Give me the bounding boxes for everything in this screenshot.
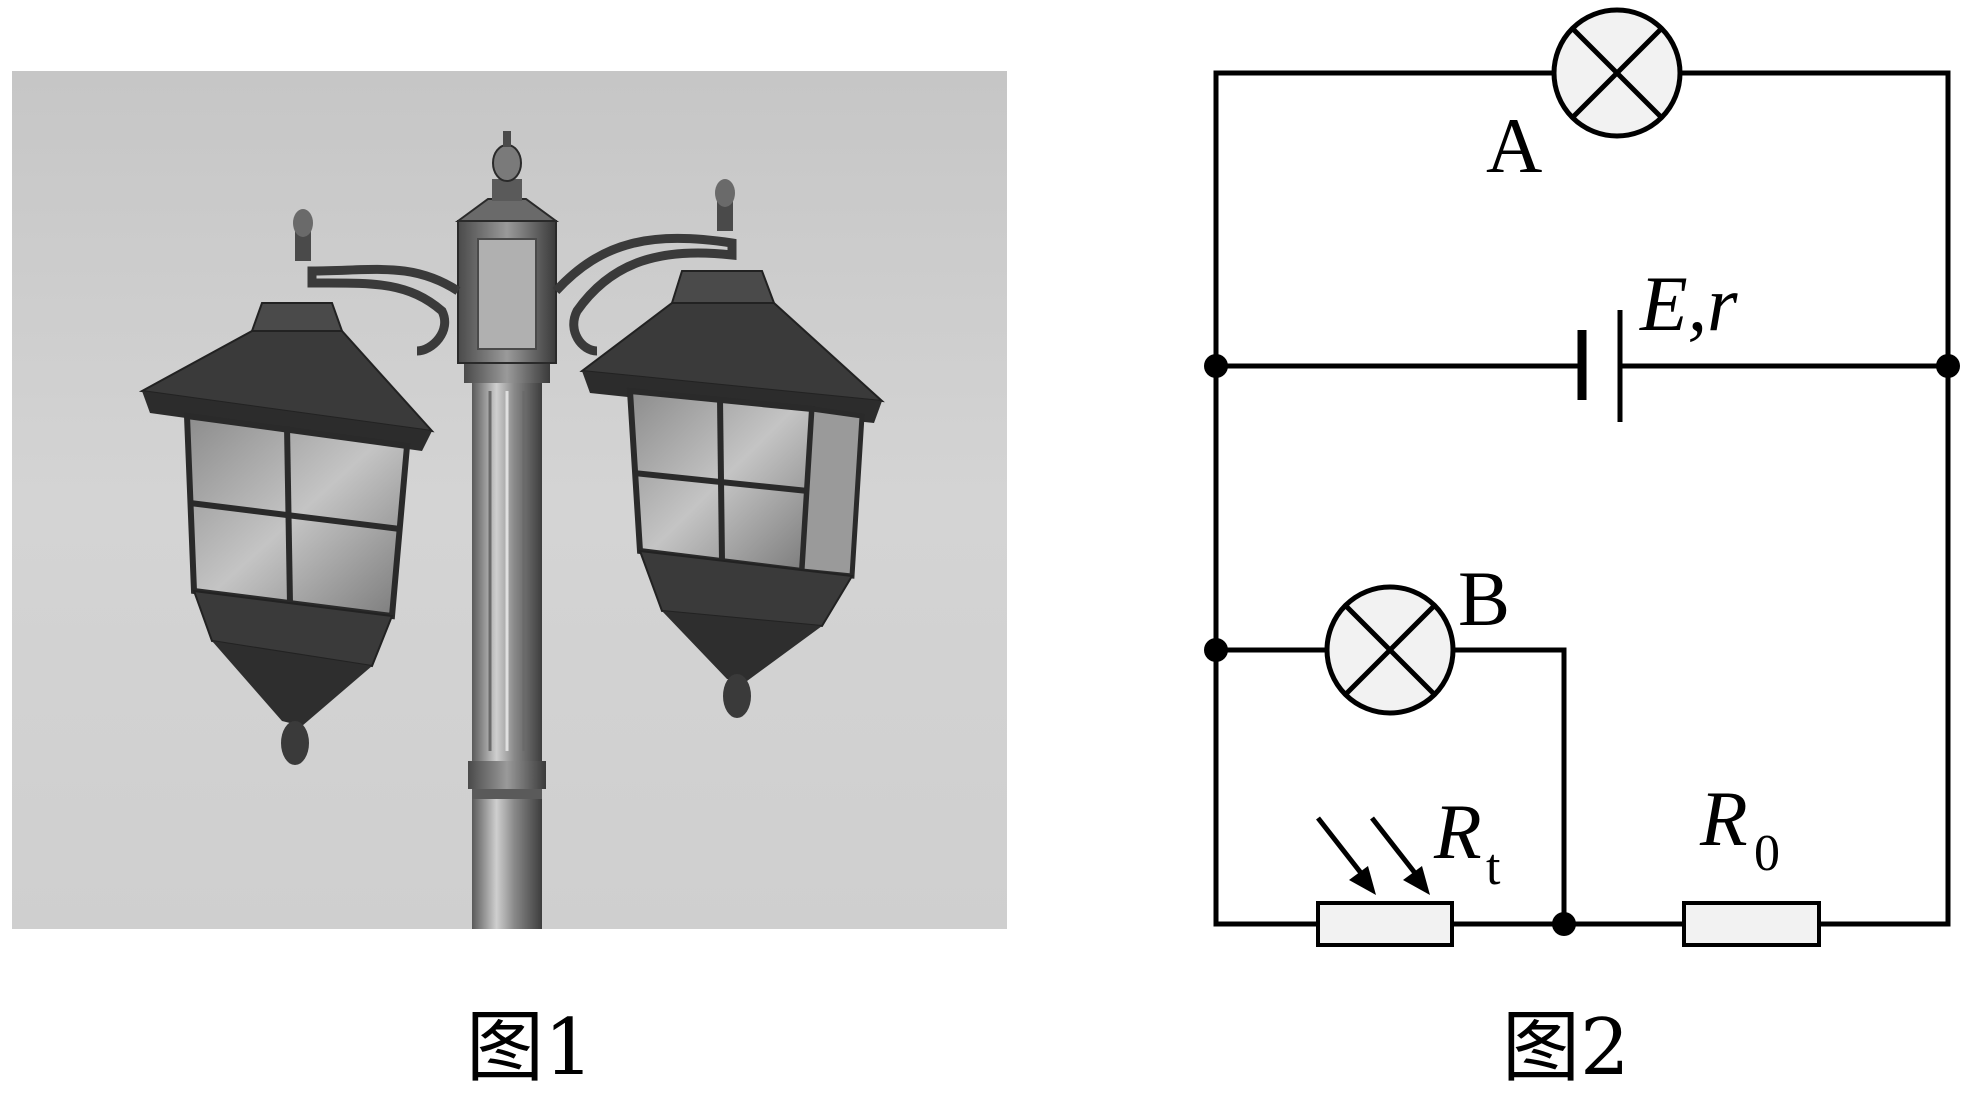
photoresistor bbox=[1316, 901, 1454, 947]
battery-icon bbox=[1577, 310, 1623, 422]
left-lantern bbox=[138, 209, 435, 765]
lamp-b-icon bbox=[1324, 584, 1456, 716]
lamp-a-label: A bbox=[1486, 102, 1542, 189]
left-arm bbox=[307, 264, 461, 356]
junction-node bbox=[1552, 912, 1576, 936]
junction-node bbox=[1204, 638, 1228, 662]
right-arm bbox=[552, 233, 737, 356]
right-lantern bbox=[579, 179, 885, 718]
lamp-pole bbox=[454, 131, 560, 929]
junction-node bbox=[1936, 354, 1960, 378]
street-lamp-photo bbox=[12, 71, 1007, 929]
wire-lamp-b-right bbox=[1452, 647, 1567, 927]
light-arrows-icon bbox=[1316, 816, 1430, 895]
lamp-b-label: B bbox=[1458, 555, 1510, 642]
wire-top-left bbox=[1213, 70, 1557, 369]
rt-main: R bbox=[1433, 788, 1482, 875]
source-label: E,r bbox=[1639, 260, 1738, 347]
wire-top-right bbox=[1677, 70, 1951, 927]
lamp-a-icon bbox=[1551, 7, 1683, 139]
r0-subscript: 0 bbox=[1754, 825, 1780, 882]
rt-label: R bbox=[1433, 788, 1482, 875]
r0-label: R bbox=[1699, 775, 1748, 862]
junction-node bbox=[1204, 354, 1228, 378]
figure1-caption: 图1 bbox=[466, 1003, 594, 1093]
figure2-caption: 图2 bbox=[1502, 1003, 1630, 1093]
resistor-r0 bbox=[1682, 901, 1821, 947]
rt-subscript: t bbox=[1486, 839, 1501, 896]
